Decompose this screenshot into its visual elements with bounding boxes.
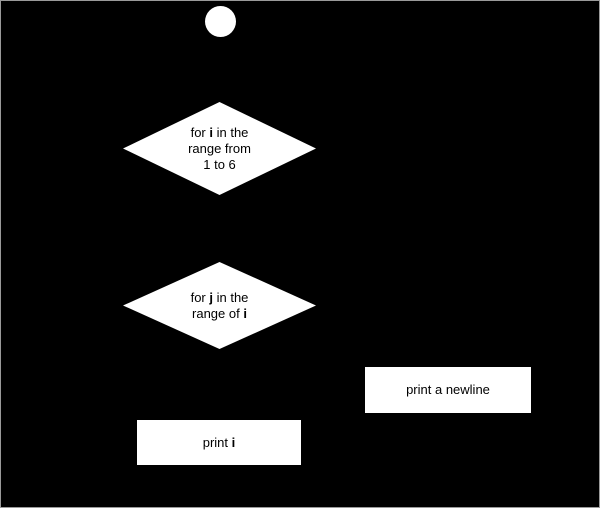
inner-loop-text-line2-pre: range of (192, 305, 244, 321)
process-print-i-label: print i (203, 435, 236, 451)
outer-loop-text-line1-post: in the (213, 124, 249, 140)
outer-loop-text-line2: range from (188, 140, 251, 156)
process-print-newline[interactable]: print a newline (365, 367, 531, 413)
start-node[interactable] (205, 6, 236, 37)
edge-inner-loop-to-print-i (219, 349, 221, 420)
outer-loop-text-line1-pre: for (190, 124, 210, 140)
print-i-variable-i: i (231, 434, 236, 450)
inner-loop-variable-j: j (209, 289, 213, 305)
inner-loop-variable-i: i (243, 305, 247, 321)
inner-loop-text-line1-post: in the (213, 289, 249, 305)
outer-loop-text-line3: 1 to 6 (203, 156, 236, 172)
edge-outer-loop-to-inner-loop (219, 195, 221, 262)
process-print-i[interactable]: print i (137, 420, 301, 465)
edge-outer-loop-to-print-newline (316, 148, 448, 150)
edge-start-to-outer-loop (219, 36, 221, 102)
outer-loop-variable-i: i (209, 124, 213, 140)
print-i-text-prefix: print (202, 434, 232, 450)
edge-print-newline-vertical (447, 148, 449, 367)
inner-loop-text-line1-pre: for (190, 289, 210, 305)
process-print-newline-label: print a newline (406, 382, 490, 397)
